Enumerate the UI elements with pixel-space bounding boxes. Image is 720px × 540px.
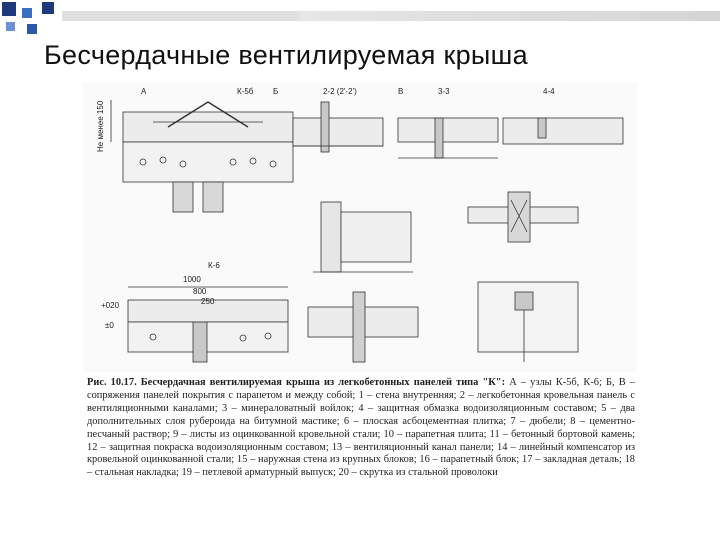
label-k6: К-6 bbox=[208, 261, 220, 270]
technical-drawing: А К-5б Б 2-2 (2'-2') В 3-3 4-4 К-6 1000 … bbox=[83, 82, 637, 372]
decorative-squares bbox=[2, 2, 54, 34]
dim-020: +020 bbox=[101, 301, 120, 310]
dim-0: ±0 bbox=[105, 321, 114, 330]
panel-section-4-4 bbox=[502, 117, 624, 145]
dim-800: 800 bbox=[193, 287, 207, 296]
panel-v-section-3-3 bbox=[397, 117, 499, 159]
middle-detail bbox=[313, 201, 413, 273]
dim-1000: 1000 bbox=[183, 275, 201, 284]
slide-title: Бесчердачные вентилируемая крыша bbox=[44, 40, 528, 70]
caption-lead: Рис. 10.17. Бесчердачная вентилируемая к… bbox=[87, 377, 506, 388]
label-b: Б bbox=[273, 87, 278, 96]
label-sec-4-4: 4-4 bbox=[543, 87, 555, 96]
caption-body: А – узлы К-5б, К-6; Б, В – сопряжения па… bbox=[87, 377, 635, 479]
panel-b-node bbox=[292, 101, 384, 153]
lower-right-detail bbox=[477, 281, 579, 362]
lower-middle-detail bbox=[307, 291, 419, 363]
decorative-bar-gradient bbox=[300, 11, 720, 21]
panel-k6-node bbox=[127, 286, 289, 363]
panel-a-node bbox=[110, 100, 294, 213]
label-sec-3-3: 3-3 bbox=[438, 87, 450, 96]
label-sec-2-2: 2-2 (2'-2') bbox=[323, 87, 357, 96]
dim-150: Не менее 150 bbox=[96, 100, 105, 152]
figure-caption: Рис. 10.17. Бесчердачная вентилируемая к… bbox=[87, 377, 635, 480]
label-v: В bbox=[398, 87, 403, 96]
right-connector-detail bbox=[467, 191, 579, 243]
label-a: А bbox=[141, 87, 147, 96]
label-k5b: К-5б bbox=[237, 87, 254, 96]
dim-250: 250 bbox=[201, 297, 215, 306]
